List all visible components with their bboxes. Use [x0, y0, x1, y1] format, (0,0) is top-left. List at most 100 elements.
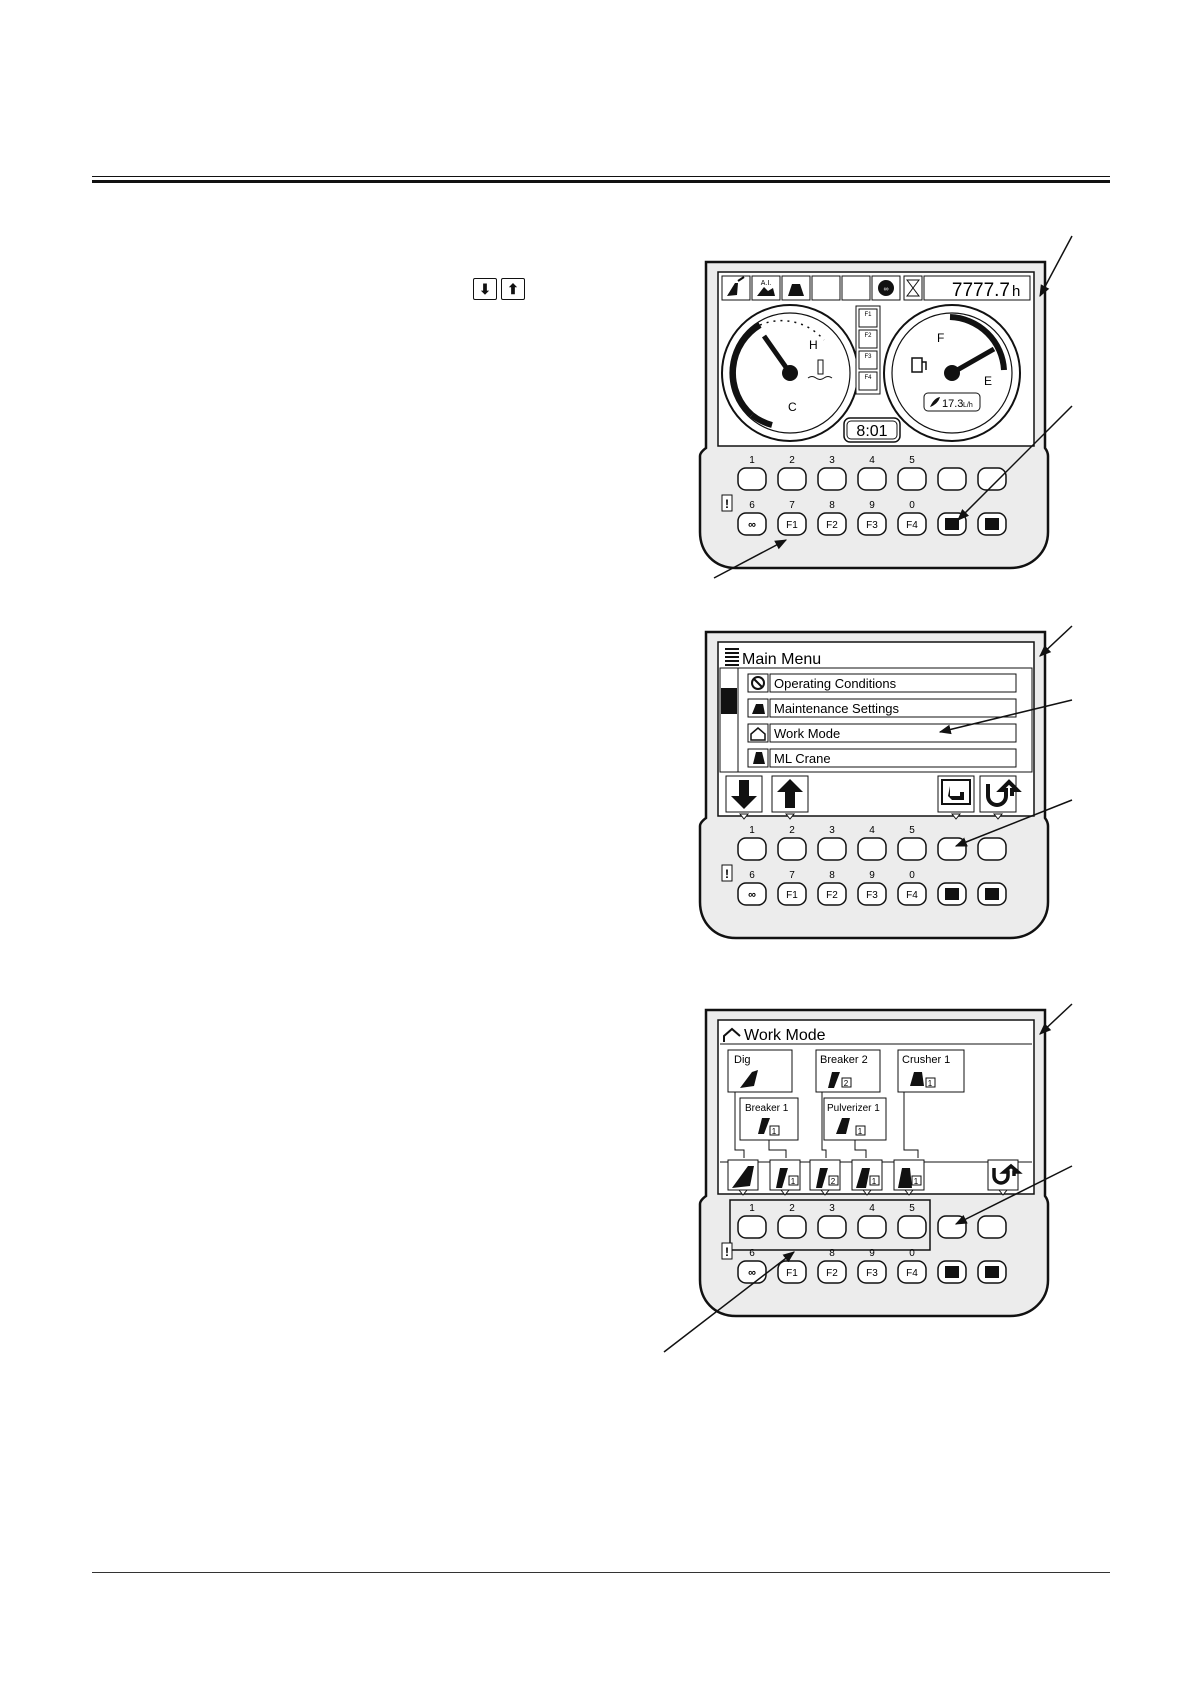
svg-text:Maintenance Settings: Maintenance Settings [774, 701, 900, 716]
svg-text:ML Crane: ML Crane [774, 751, 831, 766]
fuel-pump-icon [911, 357, 927, 373]
fuel-full-label: F [937, 331, 944, 345]
svg-text:4: 4 [869, 1203, 875, 1214]
mode-dig[interactable]: Dig [727, 1049, 793, 1093]
breaker-icon [828, 1072, 840, 1088]
work-mode-icon [723, 1027, 741, 1042]
eco-leaf-icon [930, 397, 940, 407]
svg-text:F3: F3 [866, 520, 878, 531]
menu-item-ml-crane[interactable]: ML Crane [747, 748, 1017, 768]
select-hand-icon [948, 786, 964, 800]
key-engine[interactable] [737, 512, 767, 536]
svg-text:6: 6 [749, 500, 755, 511]
softkey-breaker-2[interactable]: 2 [809, 1159, 841, 1191]
svg-text:∞: ∞ [748, 1267, 756, 1279]
softkey-crusher-1[interactable]: 1 [893, 1159, 925, 1191]
svg-text:1: 1 [914, 1177, 919, 1186]
mode-crusher-1[interactable]: Crusher 1 1 [897, 1049, 965, 1093]
key-f2[interactable] [817, 512, 847, 536]
softkey-dig[interactable] [727, 1159, 759, 1191]
svg-text:Pulverizer 1: Pulverizer 1 [827, 1103, 880, 1114]
inline-arrow-keys: ⬇ ⬆ [473, 278, 525, 300]
svg-text:7: 7 [789, 870, 795, 881]
return-icon [992, 1163, 1023, 1185]
figure-main-menu: Main Menu Operating Conditions Maintenan… [698, 625, 1073, 940]
svg-text:1: 1 [928, 1079, 933, 1088]
svg-text:4: 4 [869, 825, 875, 836]
svg-text:∞: ∞ [748, 889, 756, 901]
arrow-down-icon [731, 780, 757, 809]
header-rule-thin [92, 176, 1110, 177]
fuel-gauge: F E 17.3 L/h [883, 304, 1021, 442]
svg-text:2: 2 [789, 825, 795, 836]
menu-item-maintenance-settings[interactable]: Maintenance Settings [747, 698, 1017, 718]
svg-text:3: 3 [829, 825, 835, 836]
svg-text:!: ! [725, 1245, 729, 1259]
svg-text:Operating Conditions: Operating Conditions [774, 676, 897, 691]
main-menu-title: Main Menu [742, 651, 821, 668]
scroll-thumb[interactable] [721, 688, 737, 714]
key-f3[interactable] [857, 512, 887, 536]
svg-text:3: 3 [829, 455, 835, 466]
menu-list-icon [725, 648, 739, 666]
svg-text:2: 2 [844, 1079, 849, 1088]
side-function-keys: F1 F2 F3 F4 [855, 305, 881, 395]
svg-text:0: 0 [909, 870, 915, 881]
mode-breaker-1[interactable]: Breaker 1 1 [739, 1097, 799, 1141]
svg-text:1: 1 [749, 1203, 755, 1214]
svg-text:∞: ∞ [748, 519, 756, 531]
svg-text:5: 5 [909, 1203, 915, 1214]
svg-text:0: 0 [909, 1248, 915, 1259]
svg-text:F1: F1 [786, 520, 798, 531]
temp-cold-label: C [788, 400, 797, 414]
svg-text:5: 5 [909, 825, 915, 836]
svg-text:Breaker 1: Breaker 1 [745, 1103, 789, 1114]
svg-text:1: 1 [858, 1127, 863, 1136]
svg-text:4: 4 [869, 455, 875, 466]
svg-text:F4: F4 [906, 1268, 918, 1279]
menu-icon [945, 518, 959, 530]
mode-breaker-2[interactable]: Breaker 2 2 [815, 1049, 881, 1093]
svg-text:5: 5 [909, 455, 915, 466]
svg-text:1: 1 [749, 825, 755, 836]
svg-text:Crusher 1: Crusher 1 [902, 1054, 950, 1066]
menu-item-work-mode[interactable]: Work Mode [747, 723, 1017, 743]
hour-meter-unit: h [1012, 283, 1020, 300]
svg-text:F3: F3 [866, 1268, 878, 1279]
svg-text:!: ! [725, 867, 729, 881]
pulverizer-icon [836, 1118, 850, 1134]
coolant-temp-gauge: H C [721, 304, 859, 442]
softkey-breaker-1[interactable]: 1 [769, 1159, 801, 1191]
svg-text:F1: F1 [864, 312, 872, 318]
key-f4[interactable] [897, 512, 927, 536]
svg-text:8: 8 [829, 500, 835, 511]
temp-hot-label: H [809, 338, 818, 352]
clock-display: 8:01 [856, 423, 887, 440]
svg-text:7: 7 [789, 500, 795, 511]
svg-text:F2: F2 [826, 890, 838, 901]
svg-text:6: 6 [749, 870, 755, 881]
key-f1[interactable] [777, 512, 807, 536]
return-icon [986, 779, 1022, 807]
svg-text:Breaker 2: Breaker 2 [820, 1054, 868, 1066]
mode-pulverizer-1[interactable]: Pulverizer 1 1 [823, 1097, 887, 1141]
svg-text:!: ! [725, 497, 729, 511]
svg-text:3: 3 [829, 1203, 835, 1214]
arrow-up-icon [777, 779, 803, 808]
svg-text:F3: F3 [864, 354, 872, 360]
svg-text:1: 1 [749, 455, 755, 466]
crusher-icon [910, 1072, 924, 1086]
svg-text:9: 9 [869, 1248, 875, 1259]
coolant-temp-icon [807, 359, 833, 380]
svg-text:F1: F1 [786, 890, 798, 901]
svg-text:F3: F3 [866, 890, 878, 901]
fuel-rate-unit: L/h [963, 402, 973, 409]
svg-text:Dig: Dig [734, 1054, 751, 1066]
svg-text:Work Mode: Work Mode [774, 726, 840, 741]
svg-text:A.I.: A.I. [761, 280, 772, 287]
svg-text:6: 6 [749, 1248, 755, 1259]
softkey-return[interactable] [987, 1159, 1023, 1191]
softkey-pulverizer-1[interactable]: 1 [851, 1159, 883, 1191]
menu-item-operating-conditions[interactable]: Operating Conditions [747, 673, 1017, 693]
